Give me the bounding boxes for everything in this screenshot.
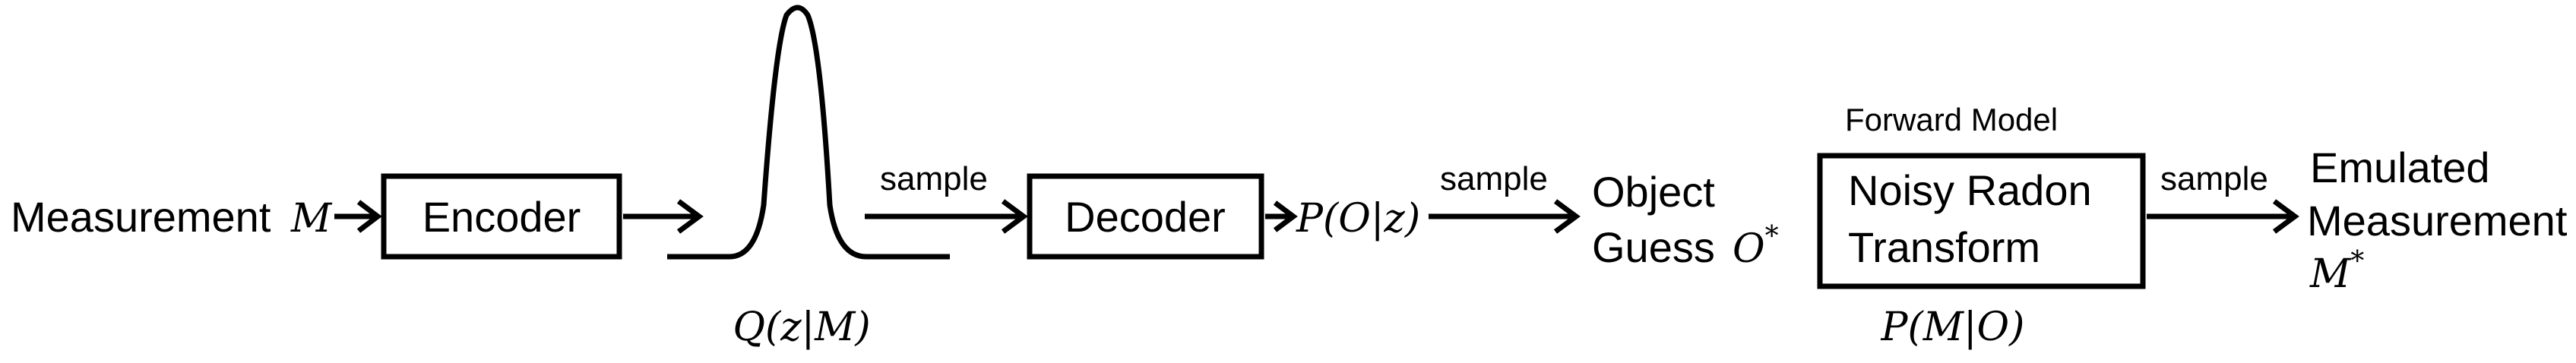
arrow-latent-to-decoder	[865, 199, 1028, 234]
decoder-box	[1027, 173, 1264, 260]
forward-model-distribution: P(M|O)	[1881, 305, 2025, 350]
object-guess-line1: Object	[1592, 168, 1715, 216]
forward-model-heading: Forward Model	[1845, 102, 2058, 137]
latent-distribution-label: Q(z|M)	[733, 305, 870, 350]
arrow-measurement-to-encoder	[334, 200, 382, 233]
forward-model-line2: Transform	[1848, 223, 2040, 271]
forward-model-box	[1817, 153, 2146, 289]
arrow-to-emulated-measurement	[2147, 199, 2299, 234]
object-guess-symbol: O*	[1733, 221, 1779, 272]
emulated-symbol: M*	[2309, 246, 2364, 297]
emulated-line2: Measurement	[2307, 197, 2568, 245]
latent-gaussian-curve	[667, 5, 950, 260]
sample-label-3: sample	[2160, 160, 2268, 197]
sample-label-1: sample	[880, 160, 988, 197]
encoder-label: Encoder	[422, 193, 581, 241]
decoder-label: Decoder	[1065, 193, 1226, 241]
arrow-encoder-to-latent	[623, 199, 704, 234]
sample-label-2: sample	[1440, 160, 1548, 197]
decoder-output-distribution: P(O|z)	[1296, 196, 1420, 241]
encoder-box	[381, 173, 622, 260]
arrow-decoder-to-output	[1265, 200, 1298, 232]
measurement-label: Measurement	[11, 193, 271, 241]
arrow-to-object-guess	[1429, 199, 1581, 234]
forward-model-line1: Noisy Radon	[1848, 166, 2092, 214]
measurement-symbol: M	[290, 196, 333, 241]
emulated-line1: Emulated	[2310, 144, 2490, 191]
object-guess-line2: Guess	[1592, 223, 1715, 271]
